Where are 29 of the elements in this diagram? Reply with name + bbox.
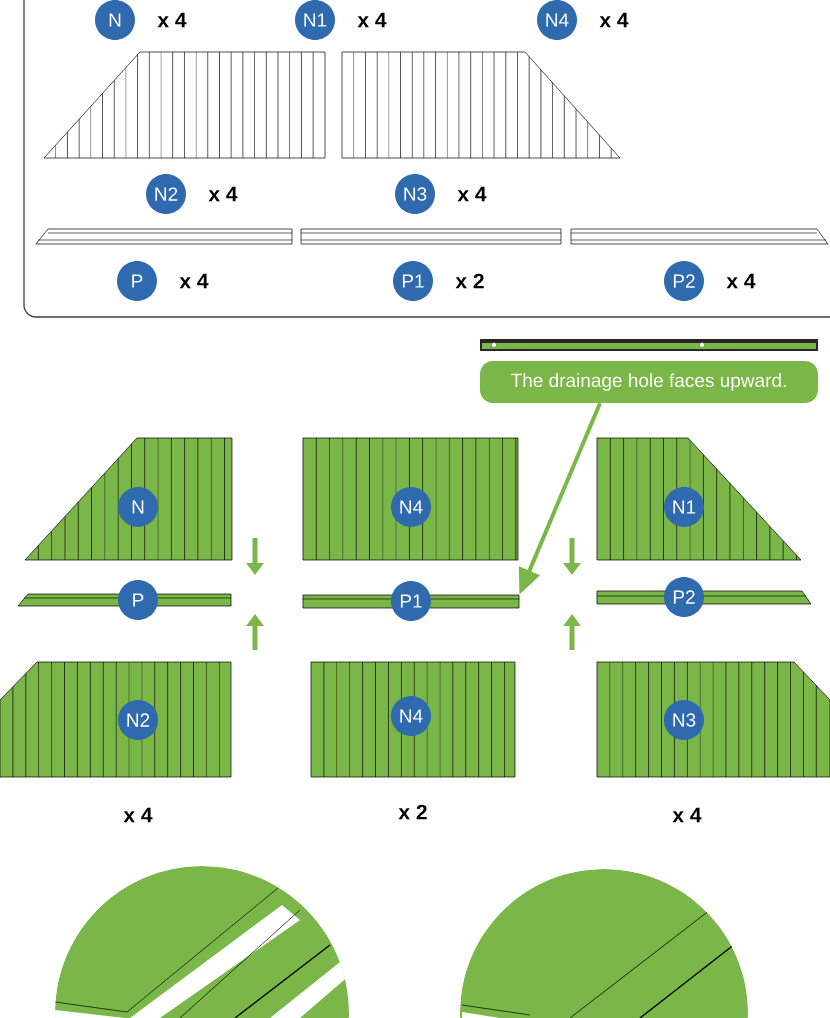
part-label: N2 [146,174,186,214]
part-label: P [117,261,157,301]
part-label: N [95,0,135,40]
quantity-label: x 4 [123,807,153,823]
part-label: P2 [664,261,704,301]
quantity-label: x 4 [599,12,629,28]
part-label: N1 [295,0,335,40]
part-label: P2 [664,577,704,617]
quantity-label: x 4 [357,12,387,28]
part-label: N [118,487,158,527]
part-label: N4 [391,696,431,736]
quantity-label: x 2 [398,804,427,820]
quantity-label: x 4 [457,186,487,202]
quantity-label: x 2 [455,273,484,289]
quantity-label: x 4 [208,186,238,202]
part-label: N3 [664,700,704,740]
quantity-label: x 4 [726,273,756,289]
part-label: N2 [118,700,158,740]
quantity-label: x 4 [672,807,702,823]
part-label: P [118,580,158,620]
quantity-label: x 4 [157,12,187,28]
callout-box: The drainage hole faces upward. [480,361,818,403]
part-label: N4 [391,487,431,527]
part-label: P1 [391,581,431,621]
part-label: N4 [537,0,577,40]
part-label: N1 [664,487,704,527]
quantity-label: x 4 [179,273,209,289]
part-label: N3 [395,174,435,214]
part-label: P1 [393,261,433,301]
